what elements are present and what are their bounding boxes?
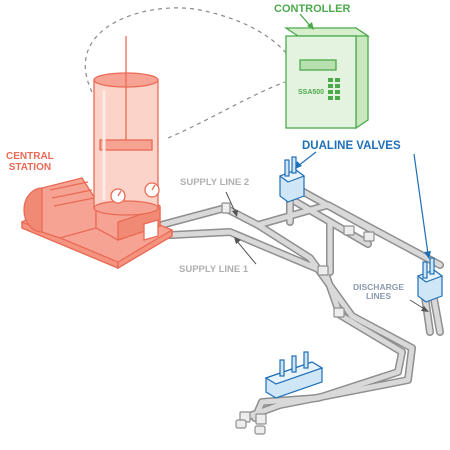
pipe-end [235,419,247,429]
pressure-gauges [110,182,160,204]
fitting [221,202,231,214]
dualine-valve-icon [264,151,444,399]
leader-lines [225,191,429,312]
motor-body [41,177,97,239]
pipe-end [254,425,266,435]
controller-display [299,59,337,71]
controller-box-icon: SSA500 [283,13,371,130]
fitting [343,225,355,236]
station-outlet-pipe [143,219,159,241]
central-station-label: CENTRAL STATION [6,151,54,173]
central-station-line2: STATION [8,161,52,173]
wire-bottom [167,81,286,139]
central-station [21,36,173,270]
valve-arrow-left [297,151,317,167]
fitting [333,307,345,318]
supply1-leader [235,239,257,265]
discharge-lines-line1: DISCHARGE [353,282,405,292]
supply2-leader [225,191,237,215]
fitting [317,265,329,276]
supply-line-2-label: SUPPLY LINE 2 [180,177,250,188]
controller-label: CONTROLLER [274,3,351,15]
discharge-lines-label: DISCHARGE LINES [353,283,404,301]
controller-front [285,35,357,129]
controller-keypad [328,78,340,100]
supply-line-1-label: SUPPLY LINE 1 [179,264,249,275]
fitting [255,413,267,425]
piping [146,186,444,435]
controller-model-text: SSA500 [298,89,324,96]
dualine-valves-label: DUALINE VALVES [302,140,401,152]
discharge-lines-line2: LINES [365,290,392,301]
valve-arrow-right [413,153,429,255]
central-station-line1: CENTRAL [6,151,54,162]
fitting [363,231,375,242]
